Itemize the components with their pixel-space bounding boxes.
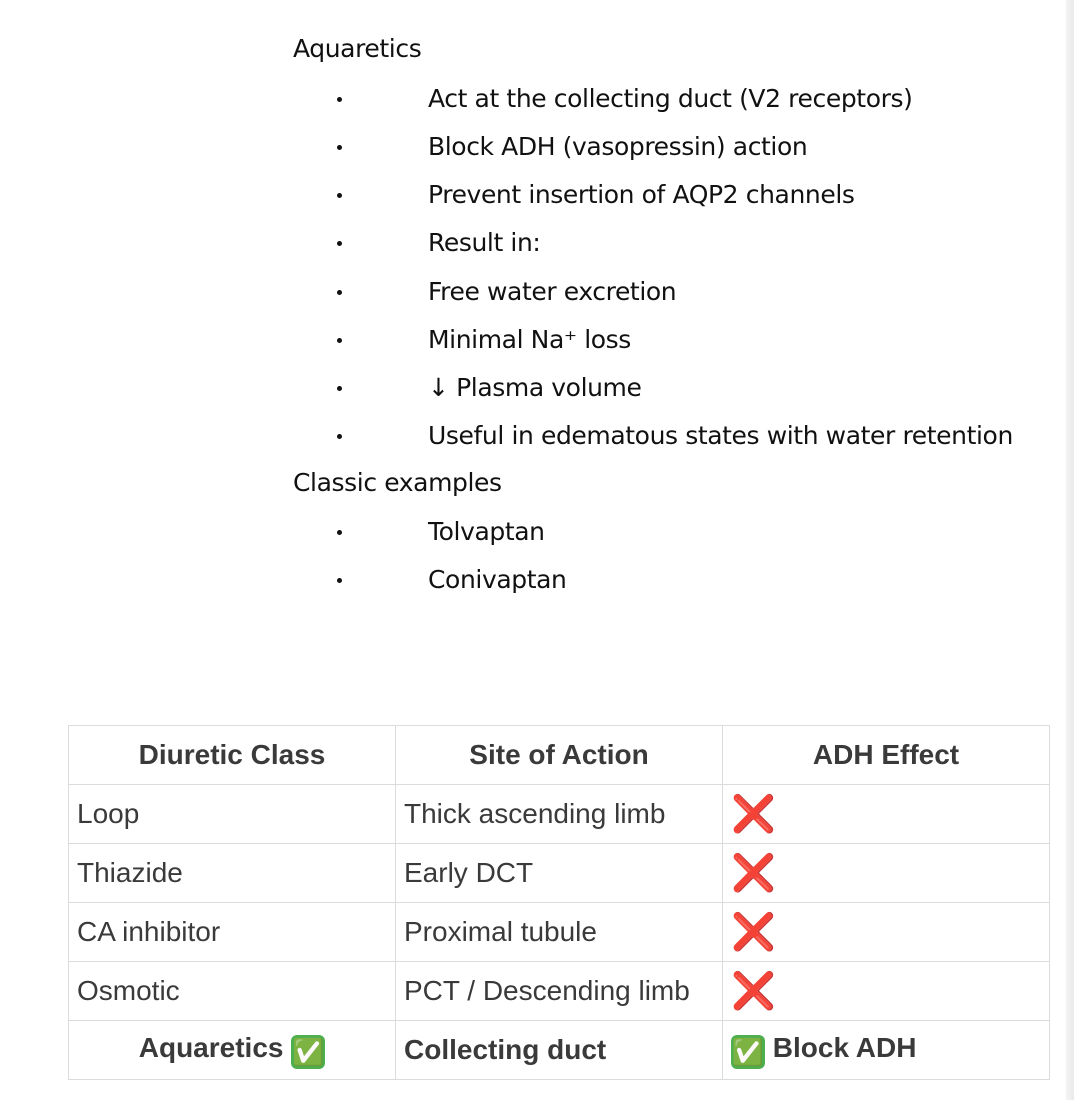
bullet-item: ↓ Plasma volume: [0, 371, 1074, 411]
check-mark-icon: ✅: [731, 1034, 765, 1069]
bullet-dot-icon: [337, 386, 342, 391]
bullet-item: Act at the collecting duct (V2 receptors…: [0, 82, 1074, 122]
page-edge: [1066, 0, 1074, 1100]
effect-cell: ❌: [722, 784, 1050, 844]
bullet-text: Minimal Na⁺ loss: [428, 325, 631, 354]
bullet-text: Act at the collecting duct (V2 receptors…: [428, 84, 913, 113]
bullet-item: Free water excretion: [0, 275, 1074, 315]
effect-label: Block ADH: [772, 1031, 917, 1063]
column-header: Site of Action: [395, 725, 723, 785]
bullet-dot-icon: [337, 578, 342, 583]
bullet-text: Useful in edematous states with water re…: [428, 421, 1013, 450]
heading-aquaretics: Aquaretics: [293, 34, 422, 63]
bullet-text: Block ADH (vasopressin) action: [428, 132, 808, 161]
effect-cell: ❌: [722, 961, 1050, 1021]
site-cell: Early DCT: [395, 843, 723, 903]
table-row: Loop Thick ascending limb ❌: [68, 784, 1050, 844]
class-cell: Osmotic: [68, 961, 396, 1021]
effect-cell: ❌: [722, 843, 1050, 903]
column-header: ADH Effect: [722, 725, 1050, 785]
table-row-aquaretics: Aquaretics ✅ Collecting duct ✅ Block ADH: [68, 1020, 1050, 1080]
bullet-item: Useful in edematous states with water re…: [0, 419, 1074, 459]
class-cell: CA inhibitor: [68, 902, 396, 962]
bullet-text: ↓ Plasma volume: [428, 373, 642, 402]
bullet-item: Prevent insertion of AQP2 channels: [0, 178, 1074, 218]
diuretic-comparison-table: Diuretic Class Site of Action ADH Effect…: [68, 725, 1050, 1080]
table-row: CA inhibitor Proximal tubule ❌: [68, 902, 1050, 962]
bullet-dot-icon: [337, 241, 342, 246]
site-cell: Thick ascending limb: [395, 784, 723, 844]
bullet-item: Minimal Na⁺ loss: [0, 323, 1074, 363]
bullet-item: Block ADH (vasopressin) action: [0, 130, 1074, 170]
site-cell: PCT / Descending limb: [395, 961, 723, 1021]
effect-cell: ✅ Block ADH: [722, 1020, 1050, 1080]
bullet-text: Free water excretion: [428, 277, 677, 306]
bullet-item: Result in:: [0, 226, 1074, 266]
check-mark-icon: ✅: [291, 1034, 326, 1069]
table-row: Osmotic PCT / Descending limb ❌: [68, 961, 1050, 1021]
site-cell: Collecting duct: [395, 1020, 723, 1080]
bullet-dot-icon: [337, 193, 342, 198]
class-cell: Thiazide: [68, 843, 396, 903]
column-header: Diuretic Class: [68, 725, 396, 785]
bullet-text: Result in:: [428, 228, 541, 257]
bullet-dot-icon: [337, 530, 342, 535]
bullet-text: Prevent insertion of AQP2 channels: [428, 180, 855, 209]
class-cell: Loop: [68, 784, 396, 844]
bullet-text: Tolvaptan: [428, 517, 545, 546]
heading-classic-examples: Classic examples: [293, 468, 502, 497]
table-header-row: Diuretic Class Site of Action ADH Effect: [68, 725, 1050, 785]
bullet-dot-icon: [337, 434, 342, 439]
cross-mark-icon: ❌: [731, 792, 776, 834]
table-row: Thiazide Early DCT ❌: [68, 843, 1050, 903]
bullet-dot-icon: [337, 290, 342, 295]
effect-cell: ❌: [722, 902, 1050, 962]
bullet-item: Tolvaptan: [0, 515, 1074, 555]
cross-mark-icon: ❌: [731, 910, 776, 952]
site-cell: Proximal tubule: [395, 902, 723, 962]
bullet-text: Conivaptan: [428, 565, 567, 594]
cross-mark-icon: ❌: [731, 851, 776, 893]
class-label: Aquaretics: [138, 1031, 284, 1063]
cross-mark-icon: ❌: [731, 969, 776, 1011]
bullet-dot-icon: [337, 97, 342, 102]
class-cell: Aquaretics ✅: [68, 1020, 396, 1080]
bullet-item: Conivaptan: [0, 563, 1074, 603]
bullet-dot-icon: [337, 145, 342, 150]
bullet-dot-icon: [337, 338, 342, 343]
